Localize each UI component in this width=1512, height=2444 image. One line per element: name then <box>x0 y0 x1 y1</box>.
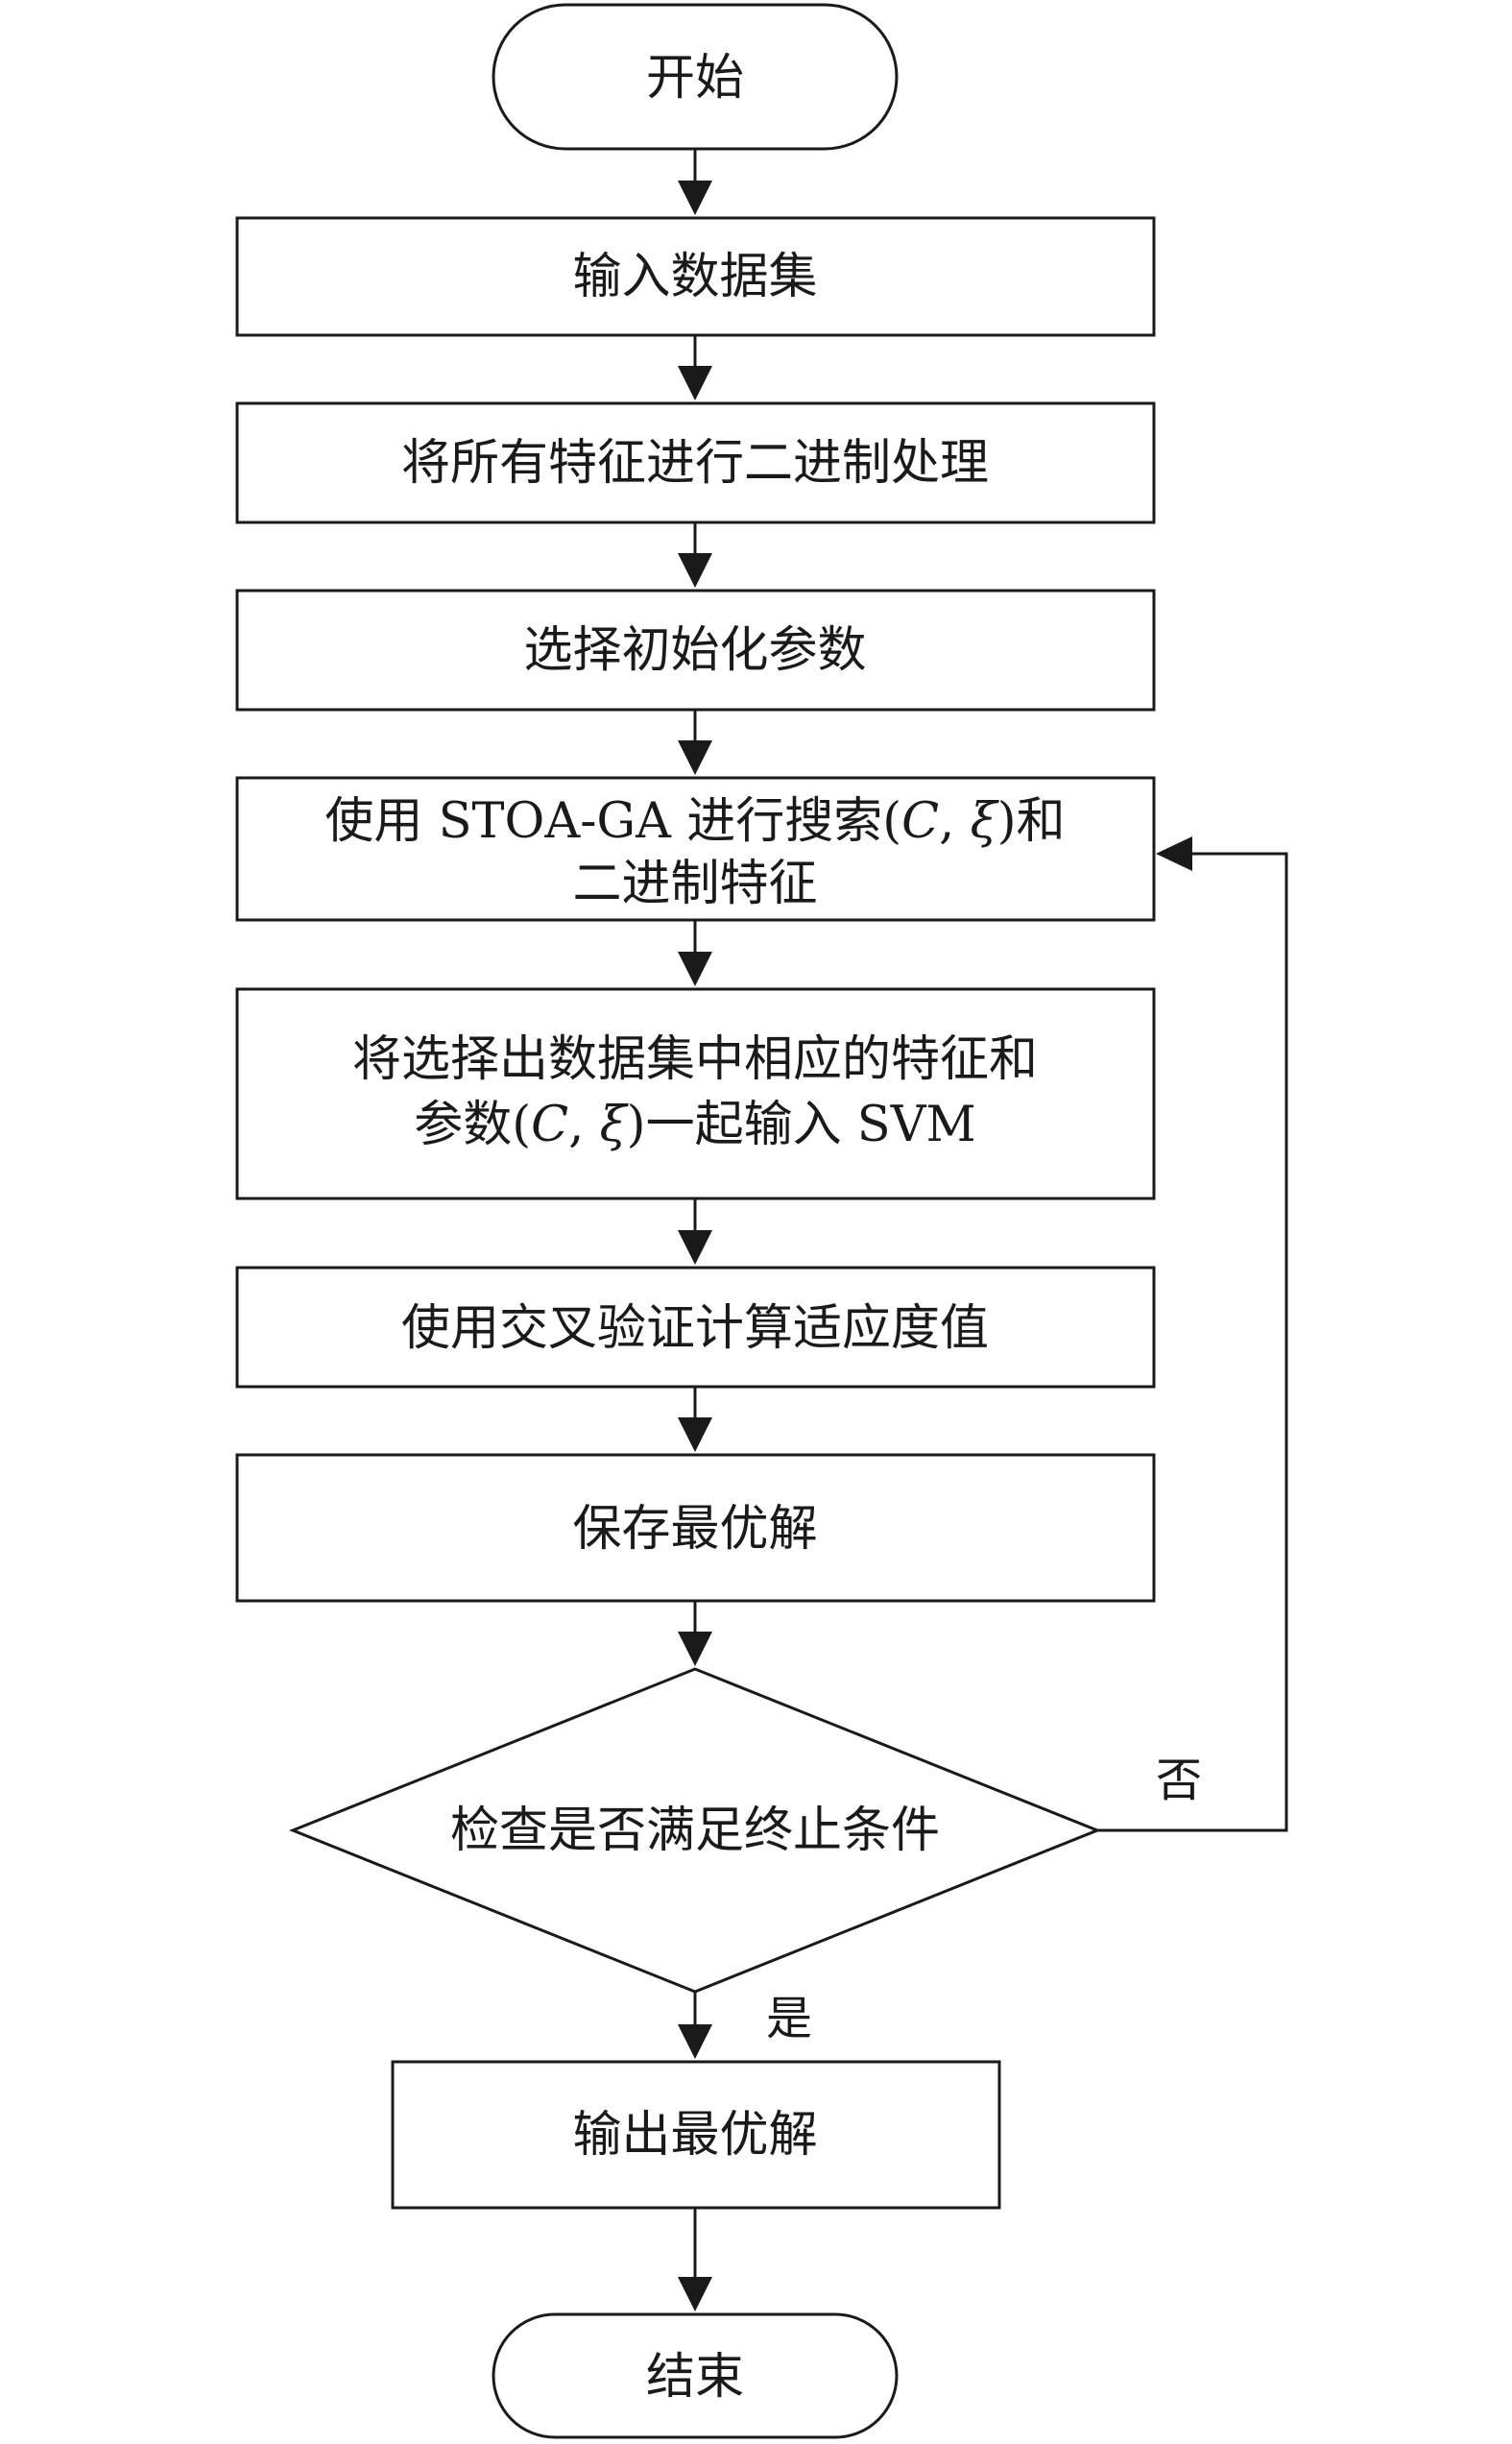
process-stoa-ga-search-line1: 使用 STOA-GA 进行搜索(C, ξ)和 <box>324 793 1065 850</box>
arrow-loop-back-no <box>1097 836 1288 1832</box>
arrow-decision-to-step8 <box>678 1992 712 2059</box>
end-label: 结束 <box>646 2349 744 2406</box>
process-stoa-ga-search-line2: 二进制特征 <box>572 856 817 912</box>
process-output-best-label: 输出最优解 <box>572 2107 817 2164</box>
process-init-params-label: 选择初始化参数 <box>523 622 866 679</box>
start-label: 开始 <box>646 50 744 107</box>
arrow-start-to-step1 <box>678 149 712 215</box>
start-terminal: 开始 <box>492 3 899 151</box>
decision-termination: 检查是否满足终止条件 <box>288 1667 1102 1994</box>
process-binary-features: 将所有特征进行二进制处理 <box>235 401 1156 524</box>
arrow-step4-to-step5 <box>678 920 712 986</box>
arrow-step5-to-step6 <box>678 1198 712 1265</box>
arrow-step1-to-step2 <box>678 335 712 400</box>
arrow-step6-to-step7 <box>678 1387 712 1452</box>
arrow-step7-to-decision <box>678 1601 712 1666</box>
process-output-best: 输出最优解 <box>391 2060 1001 2210</box>
arrow-step8-to-end <box>678 2208 712 2311</box>
process-stoa-ga-search: 使用 STOA-GA 进行搜索(C, ξ)和 二进制特征 <box>235 776 1156 922</box>
process-init-params: 选择初始化参数 <box>235 589 1156 712</box>
process-input-dataset: 输入数据集 <box>235 216 1156 337</box>
process-cross-validation-label: 使用交叉验证计算适应度值 <box>401 1300 989 1357</box>
arrow-step3-to-step4 <box>678 710 712 775</box>
branch-label-yes: 是 <box>766 1992 812 2045</box>
process-cross-validation: 使用交叉验证计算适应度值 <box>235 1266 1156 1389</box>
decision-termination-label: 检查是否满足终止条件 <box>450 1803 940 1859</box>
process-save-best-label: 保存最优解 <box>572 1501 817 1558</box>
process-select-features-svm-line1: 将选择出数据集中相应的特征和 <box>352 1031 1038 1088</box>
process-select-features-svm-line2: 参数(C, ξ)一起输入 SVM <box>414 1097 976 1153</box>
process-input-dataset-label: 输入数据集 <box>572 249 817 305</box>
process-select-features-svm: 将选择出数据集中相应的特征和 参数(C, ξ)一起输入 SVM <box>235 987 1156 1200</box>
arrow-step2-to-step3 <box>678 522 712 588</box>
end-terminal: 结束 <box>492 2312 899 2439</box>
process-binary-features-label: 将所有特征进行二进制处理 <box>401 435 989 492</box>
branch-label-no: 否 <box>1156 1754 1202 1807</box>
process-save-best: 保存最优解 <box>235 1453 1156 1603</box>
